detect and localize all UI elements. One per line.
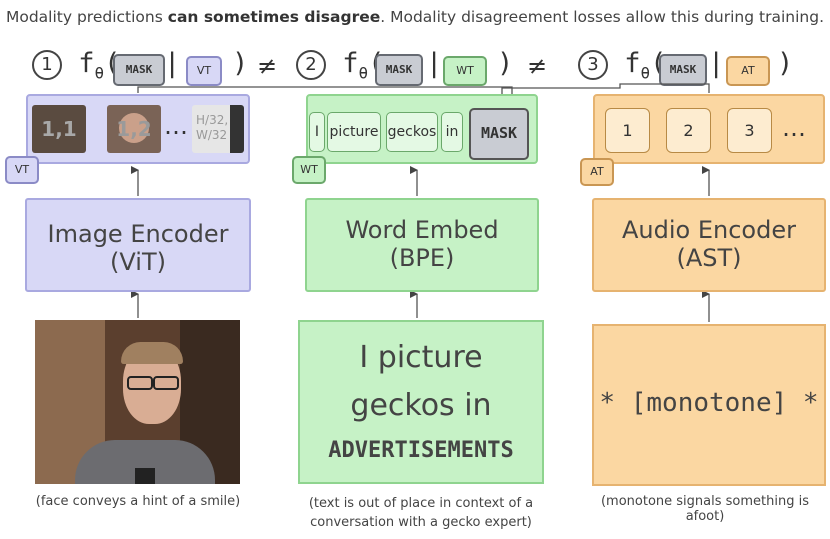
circled-number-2: 2 xyxy=(296,49,326,80)
audio-token-2: 2 xyxy=(666,108,711,153)
image-encoder-box: Image Encoder (ViT) xyxy=(25,198,251,292)
word-embed-box: Word Embed (BPE) xyxy=(305,198,539,292)
word-token-picture: picture xyxy=(327,112,381,152)
w-token-chip: WT xyxy=(443,56,487,86)
mask-chip-1: MASK xyxy=(113,54,165,86)
audio-encoder-subtitle: (AST) xyxy=(676,244,742,272)
patch-last-image: H/32, W/32 xyxy=(192,105,244,153)
paren-close: ) xyxy=(497,48,514,79)
input-text-line-1: I picture xyxy=(359,340,483,375)
audio-to-mask-line xyxy=(501,83,710,110)
audio-ellipsis: … xyxy=(782,114,806,142)
f-symbol: f xyxy=(624,48,641,79)
text-caption: (text is out of place in context of a co… xyxy=(290,494,552,532)
circled-number-3: 3 xyxy=(578,49,608,80)
bar: | xyxy=(426,48,443,79)
caption-part: Modality predictions xyxy=(5,8,168,26)
caption-part: . Modality disagreement losses allow thi… xyxy=(380,8,824,26)
top-caption: Modality predictions can sometimes disag… xyxy=(0,8,830,26)
image-encoder-subtitle: (ViT) xyxy=(110,248,166,276)
a-token-chip: AT xyxy=(726,56,770,86)
theta-symbol: θ xyxy=(358,63,369,83)
word-token-in: in xyxy=(441,112,463,152)
input-text-line-2: geckos in xyxy=(350,388,492,423)
text-caption-line-2: conversation with a gecko expert) xyxy=(310,515,532,530)
neq-symbol-2: ≠ xyxy=(527,52,548,80)
word-embed-title: Word Embed xyxy=(345,216,499,244)
paren-close: ) xyxy=(777,48,794,79)
mask-token: MASK xyxy=(469,108,529,160)
patch-1-1-image: 1,1 xyxy=(32,105,86,153)
formula-close-3: ) xyxy=(777,48,793,88)
input-text-box: I picture geckos in ADVERTISEMENTS xyxy=(298,320,544,484)
input-text-line-3: ADVERTISEMENTS xyxy=(328,438,514,463)
w-tag: WT xyxy=(292,156,326,184)
formula-close-1: ) xyxy=(232,48,248,88)
input-face-photo xyxy=(35,320,240,484)
image-caption: (face conveys a hint of a smile) xyxy=(35,494,241,509)
f-symbol: f xyxy=(342,48,359,79)
f-symbol: f xyxy=(78,48,95,79)
patch-1-1-label: 1,1 xyxy=(41,117,77,141)
word-token-i: I xyxy=(309,112,325,152)
image-encoder-title: Image Encoder xyxy=(47,220,229,248)
a-tag: AT xyxy=(580,158,614,186)
word-embed-subtitle: (BPE) xyxy=(389,244,455,272)
circled-number-1: 1 xyxy=(32,49,62,80)
neq-symbol-1: ≠ xyxy=(257,52,278,80)
v-tag: VT xyxy=(5,156,39,184)
formula-bar-3: | xyxy=(708,48,724,88)
caption-bold: can sometimes disagree xyxy=(167,8,381,26)
bar: | xyxy=(164,48,181,79)
formula-bar-1: | xyxy=(164,48,180,88)
audio-caption: (monotone signals something is afoot) xyxy=(600,494,809,524)
audio-token-3: 3 xyxy=(727,108,772,153)
formula-close-2: ) xyxy=(497,48,513,88)
audio-token-1: 1 xyxy=(605,108,650,153)
patch-1-2-label: 1,2 xyxy=(116,117,152,141)
formula-bar-2: | xyxy=(426,48,442,88)
patch-last-label: H/32, W/32 xyxy=(196,113,229,142)
mask-chip-2: MASK xyxy=(375,54,423,86)
patch-1-2-image: 1,2 xyxy=(107,105,161,153)
theta-symbol: θ xyxy=(94,63,105,83)
patch-ellipsis: … xyxy=(164,112,188,140)
word-token-geckos: geckos xyxy=(386,112,438,152)
theta-symbol: θ xyxy=(640,63,651,83)
audio-encoder-title: Audio Encoder xyxy=(622,216,796,244)
audio-encoder-box: Audio Encoder (AST) xyxy=(592,198,826,292)
v-token-chip: VT xyxy=(186,56,222,86)
mask-chip-3: MASK xyxy=(659,54,707,86)
input-audio-box: * [monotone] * xyxy=(592,324,826,486)
input-audio-text: * [monotone] * xyxy=(599,388,819,418)
paren-close: ) xyxy=(232,48,249,79)
bar: | xyxy=(708,48,725,79)
text-caption-line-1: (text is out of place in context of a xyxy=(308,496,534,511)
